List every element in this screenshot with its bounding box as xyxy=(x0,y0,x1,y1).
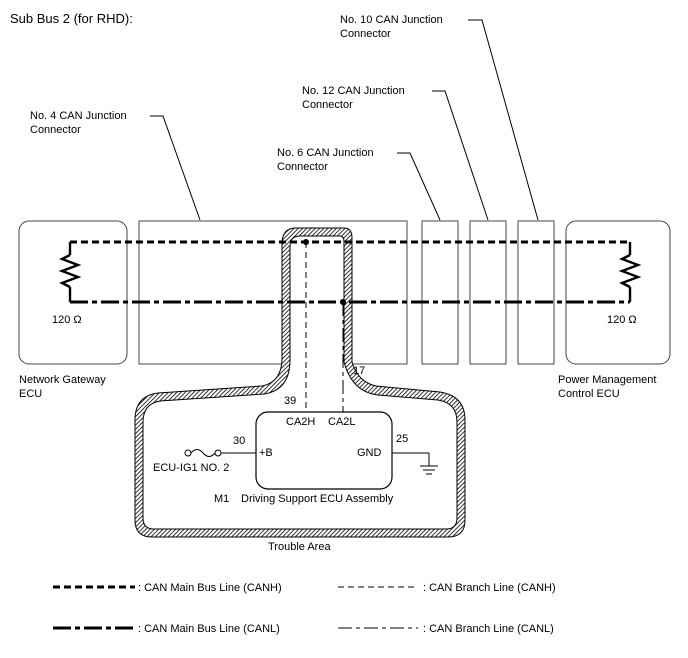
power-termination-resistor xyxy=(618,242,642,302)
no6-junction-connector-box xyxy=(421,220,459,365)
no4-junction-connector-box xyxy=(138,220,408,365)
no4-connector-label: No. 4 CAN Junction Connector xyxy=(30,110,127,136)
no6-connector-label-line1: No. 6 CAN Junction xyxy=(277,147,374,159)
ca2l-pin-label: CA2L xyxy=(328,416,356,428)
network-gateway-ecu-label-line2: ECU xyxy=(19,388,42,400)
b-pin-number: 30 xyxy=(233,435,245,447)
fuse-symbol xyxy=(184,449,256,457)
power-resistor-value: 120 Ω xyxy=(607,314,637,326)
no12-connector-label: No. 12 CAN Junction Connector xyxy=(302,85,405,111)
legend-main-canh-label: : CAN Main Bus Line (CANH) xyxy=(138,582,282,594)
network-gateway-ecu-box xyxy=(18,220,128,365)
power-management-ecu-box xyxy=(565,220,671,365)
ecu-name: Driving Support ECU Assembly xyxy=(241,493,394,505)
no10-connector-label-line2: Connector xyxy=(340,28,391,40)
no4-leader-line xyxy=(150,115,201,221)
power-management-ecu-label: Power Management Control ECU xyxy=(558,374,656,400)
no6-leader-line xyxy=(397,152,441,221)
no4-connector-label-line2: Connector xyxy=(30,124,81,136)
gnd-pin-label: GND xyxy=(357,447,382,459)
no4-connector-label-line1: No. 4 CAN Junction xyxy=(30,110,127,122)
gateway-termination-resistor xyxy=(58,242,82,302)
ca2h-pin-label: CA2H xyxy=(286,416,315,428)
power-management-ecu-label-line1: Power Management xyxy=(558,374,656,386)
no10-connector-label-line1: No. 10 CAN Junction xyxy=(340,14,443,26)
legend: : CAN Main Bus Line (CANH) : CAN Branch … xyxy=(53,582,556,635)
no10-connector-label: No. 10 CAN Junction Connector xyxy=(340,14,443,40)
no10-leader-line xyxy=(468,19,539,221)
diagram-title: Sub Bus 2 (for RHD): xyxy=(10,11,133,26)
power-management-ecu-label-line2: Control ECU xyxy=(558,388,620,400)
ca2h-pin-number: 39 xyxy=(284,395,296,407)
no12-junction-connector-box xyxy=(469,220,507,365)
legend-branch-canh-label: : CAN Branch Line (CANH) xyxy=(423,582,556,594)
no6-connector-label-line2: Connector xyxy=(277,161,328,173)
fuse-label: ECU-IG1 NO. 2 xyxy=(153,462,229,474)
no12-connector-label-line2: Connector xyxy=(302,99,353,111)
ca2l-pin-number: 17 xyxy=(353,365,365,377)
no12-connector-label-line1: No. 12 CAN Junction xyxy=(302,85,405,97)
gnd-pin-number: 25 xyxy=(396,433,408,445)
legend-branch-canl-label: : CAN Branch Line (CANL) xyxy=(423,623,554,635)
no6-connector-label: No. 6 CAN Junction Connector xyxy=(277,147,374,173)
network-gateway-ecu-label: Network Gateway ECU xyxy=(19,374,106,400)
gateway-resistor-value: 120 Ω xyxy=(52,314,82,326)
no10-junction-connector-box xyxy=(517,220,555,365)
ground-icon xyxy=(392,452,438,475)
trouble-area-label: Trouble Area xyxy=(268,541,331,553)
network-gateway-ecu-label-line1: Network Gateway xyxy=(19,374,106,386)
driving-support-ecu-box xyxy=(255,411,393,490)
b-pin-label: +B xyxy=(259,447,273,459)
legend-main-canl-label: : CAN Main Bus Line (CANL) xyxy=(138,623,280,635)
ecu-reference: M1 xyxy=(214,493,229,505)
no12-leader-line xyxy=(432,90,489,221)
